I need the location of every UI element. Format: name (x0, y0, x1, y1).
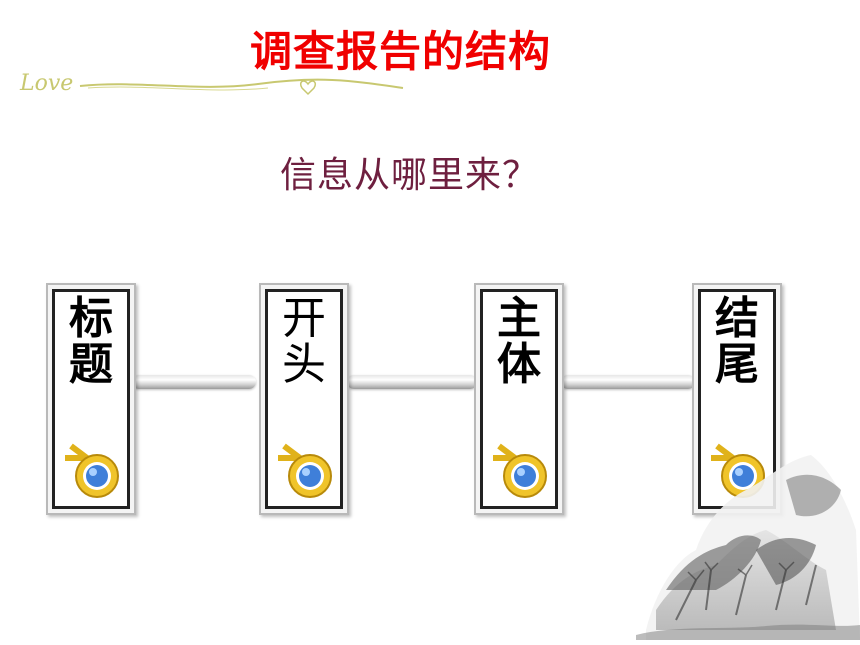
structure-card-body: 主体 (474, 283, 564, 515)
card-label: 主体 (497, 293, 541, 390)
blender-logo-icon (278, 443, 332, 498)
page-title: 调查报告的结构 (250, 27, 552, 76)
card-label: 标题 (69, 293, 113, 390)
landscape-painting (636, 455, 860, 640)
structure-card-title: 标题 (46, 283, 136, 515)
love-vine-decoration: Love (19, 71, 404, 96)
love-decoration-text: Love (19, 71, 73, 96)
subtitle-question: 信息从哪里来？ (280, 155, 540, 196)
card-label: 开头 (282, 293, 326, 390)
connector-bar (561, 375, 695, 389)
card-label: 结尾 (715, 293, 759, 390)
structure-card-opening: 开头 (259, 283, 349, 515)
connector-bar (347, 375, 477, 389)
connector-bar (132, 375, 256, 389)
blender-logo-icon (493, 443, 547, 498)
structure-card-ending: 结尾 (692, 283, 782, 515)
blender-logo-icon (711, 443, 765, 498)
blender-logo-icon (65, 443, 119, 498)
